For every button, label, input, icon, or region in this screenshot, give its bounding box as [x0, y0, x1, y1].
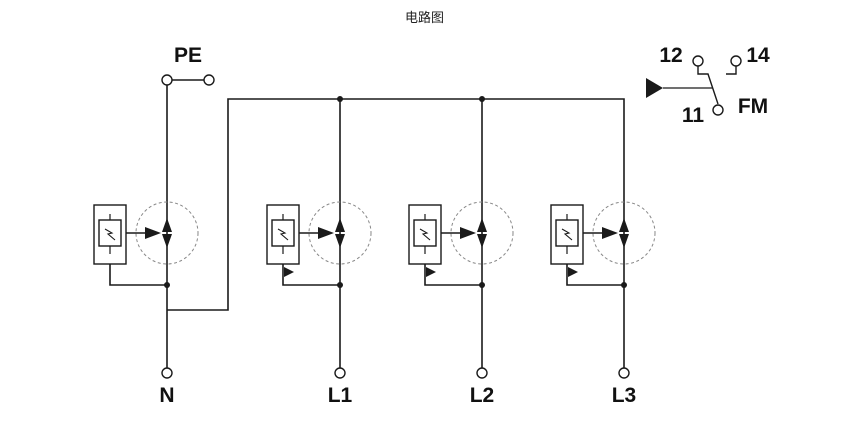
surge-module-l1 — [266, 96, 372, 368]
label-fm: FM — [738, 95, 768, 118]
surge-module-l3 — [550, 201, 656, 368]
label-l2: L2 — [470, 384, 495, 407]
label-pin-14: 14 — [746, 44, 770, 67]
fm-indicator-arrow — [646, 78, 663, 98]
label-pe: PE — [174, 44, 202, 67]
fm-contact: 12 14 11 FM — [646, 44, 770, 127]
terminal-pe-right — [203, 74, 215, 86]
terminal-n — [161, 367, 173, 379]
terminal-l2 — [476, 367, 488, 379]
terminal-l1 — [334, 367, 346, 379]
label-l1: L1 — [328, 384, 353, 407]
bus-wires — [167, 79, 625, 311]
terminal-pe-left — [161, 74, 173, 86]
label-n: N — [159, 384, 174, 407]
label-pin-12: 12 — [659, 44, 682, 67]
terminal-11 — [712, 104, 724, 116]
surge-module-n-pe — [93, 84, 199, 368]
terminal-14 — [730, 55, 742, 67]
terminal-l3 — [618, 367, 630, 379]
surge-module-l2 — [408, 96, 514, 368]
label-pin-11: 11 — [682, 104, 705, 127]
terminals — [161, 74, 630, 379]
diagram-title: 电路图 — [404, 11, 444, 26]
terminal-12 — [692, 55, 704, 67]
label-l3: L3 — [612, 384, 637, 407]
